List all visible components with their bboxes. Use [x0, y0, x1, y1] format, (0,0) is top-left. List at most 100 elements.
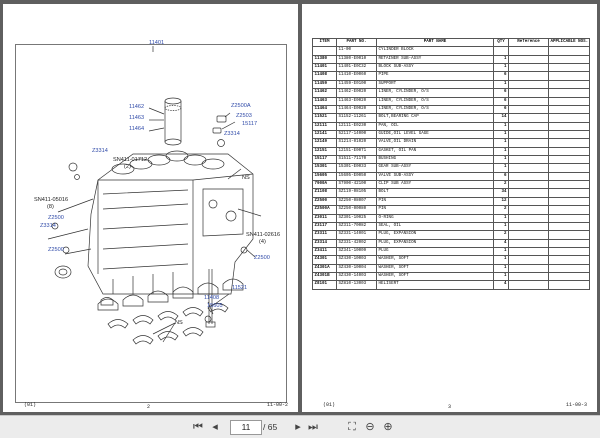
- cell-applicable-nos: [548, 104, 590, 115]
- header-applicable-nos: APPLICABLE NOS.: [548, 37, 590, 48]
- cell-reference: [508, 71, 549, 81]
- cell-item: 11464: [312, 104, 337, 115]
- cell-applicable-nos: [548, 138, 590, 148]
- cell-part-no: 11459-E0100: [336, 79, 377, 90]
- cell-part-no: 11462-E0020: [336, 88, 377, 98]
- callout-sn411-05016-qty: (8): [47, 204, 54, 210]
- zoom-in-button[interactable]: ⊕: [381, 420, 395, 434]
- cell-reference: [508, 221, 549, 232]
- cell-part-no: S1511-71170: [336, 155, 377, 165]
- cell-applicable-nos: [548, 230, 590, 240]
- cell-part-name: PIPE: [376, 71, 494, 81]
- page-number-input[interactable]: 11: [230, 420, 262, 435]
- cell-reference: [508, 129, 549, 140]
- header-part-name: PART NAME: [376, 37, 494, 48]
- cell-item: 12151: [312, 146, 337, 157]
- callout-z2503: Z2503: [236, 113, 252, 119]
- cell-part-name: BLOCK SUB-ASSY: [376, 63, 494, 73]
- cell-part-no: 11-00: [336, 46, 377, 56]
- cell-item: Z3117: [312, 221, 337, 232]
- header-qty: QTY: [493, 37, 509, 48]
- callout-z2500a: Z2500A: [231, 103, 251, 109]
- callout-sn411-01712: SN411-01712: [113, 157, 148, 163]
- cell-qty: 2: [493, 180, 509, 190]
- callout-11408: 11408: [204, 295, 220, 301]
- cell-item: 12149: [312, 138, 337, 148]
- first-page-button[interactable]: ⏮: [192, 420, 204, 434]
- cell-part-name: WASHER, SOFT: [376, 255, 494, 265]
- cell-item: Z3411: [312, 246, 337, 257]
- cell-part-name: BUSHING: [376, 155, 494, 165]
- cell-part-no: SZ311-70082: [336, 221, 377, 232]
- last-page-button[interactable]: ⏭: [307, 420, 319, 434]
- page-count: / 65: [263, 422, 278, 432]
- cell-reference: [508, 246, 549, 257]
- cell-applicable-nos: [548, 79, 590, 90]
- cell-item: Z4301B: [312, 272, 337, 282]
- header-item: ITEM: [312, 37, 337, 48]
- callout-sn411-01712-qty: (2): [124, 164, 131, 170]
- cell-reference: [508, 146, 549, 157]
- cell-part-no: 11401-E0C32: [336, 63, 377, 73]
- callout-z3314-top: Z3314: [224, 131, 240, 137]
- cell-applicable-nos: [548, 213, 590, 223]
- cell-part-no: 12111-E0230: [336, 121, 377, 131]
- cell-applicable-nos: [548, 280, 590, 290]
- illustration-frame: [15, 44, 287, 403]
- cell-item: [312, 46, 337, 56]
- cell-part-name: RETAINER SUB-ASSY: [376, 54, 494, 65]
- cell-reference: [508, 96, 549, 106]
- zoom-out-button[interactable]: ⊖: [363, 420, 377, 434]
- callout-z2500-right: Z2500: [254, 255, 270, 261]
- callout-15117: 15117: [242, 121, 258, 127]
- fit-page-button[interactable]: ⛶: [345, 420, 359, 434]
- page-number: 3: [448, 404, 452, 410]
- cell-reference: [508, 230, 549, 240]
- next-page-button[interactable]: ▸: [292, 420, 304, 434]
- callout-sn411-02616: SN411-02616: [246, 232, 281, 238]
- cell-part-no: S1152-11261: [336, 113, 377, 123]
- cell-applicable-nos: [548, 155, 590, 165]
- cell-reference: [508, 88, 549, 98]
- header-part-no: PART NO.: [336, 37, 377, 48]
- cell-reference: [508, 272, 549, 282]
- callout-11463: 11463: [129, 115, 145, 121]
- cell-part-no: SZ810-13003: [336, 280, 377, 290]
- cell-qty: 1: [493, 213, 509, 223]
- cell-item: 12141: [312, 129, 337, 140]
- cell-part-name: LINER, CYLINDER, O/S: [376, 96, 494, 106]
- header-reference: Reference: [508, 37, 549, 48]
- cell-item: Z2500: [312, 196, 337, 207]
- cell-part-name: SEAL, OIL: [376, 221, 494, 232]
- cell-part-name: GUIDE,OIL LEVEL GAGE: [376, 129, 494, 140]
- cell-qty: 12: [493, 196, 509, 207]
- cell-reference: [508, 63, 549, 73]
- cell-part-no: 11464-E0020: [336, 104, 377, 115]
- cell-part-name: SUPPORT: [376, 79, 494, 90]
- cell-qty: 1: [493, 129, 509, 140]
- cell-part-no: SZ331-42002: [336, 238, 377, 249]
- callout-sn411-05016: SN411-05016: [34, 197, 69, 203]
- cell-part-no: 15605-E0050: [336, 171, 377, 182]
- cell-part-no: 11380-E0010: [336, 54, 377, 65]
- cell-item: Z3011: [312, 213, 337, 223]
- cell-part-name: PLUG, EXPANSION: [376, 230, 494, 240]
- callout-11462: 11462: [129, 104, 145, 110]
- cell-item: 15301: [312, 163, 337, 173]
- assembly-number: 11401: [149, 40, 165, 46]
- callout-z3314-left: Z3314: [92, 148, 108, 154]
- cell-applicable-nos: [548, 63, 590, 73]
- cell-reference: [508, 54, 549, 65]
- prev-page-button[interactable]: ◂: [209, 420, 221, 434]
- cell-part-no: SZ301-10025: [336, 213, 377, 223]
